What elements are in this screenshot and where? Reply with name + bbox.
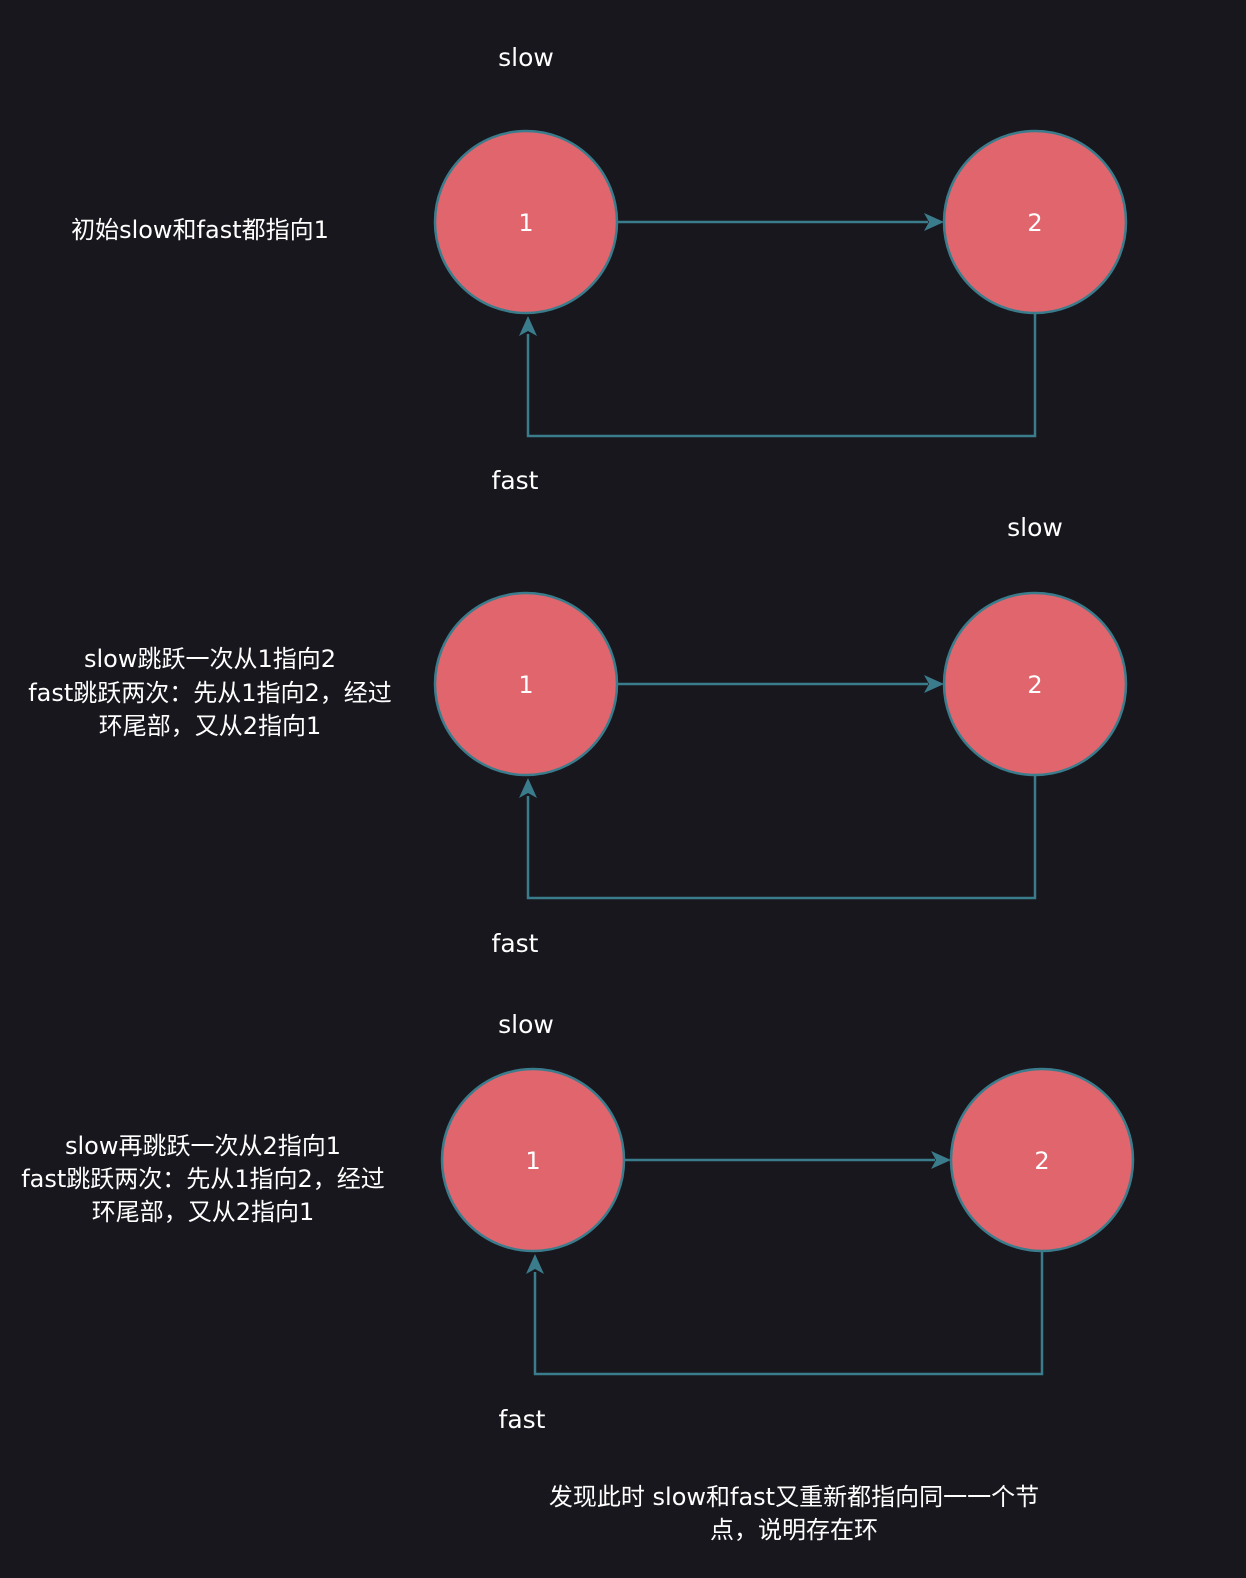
step-description-line-2: fast跳跃两次：先从1指向2，经过 xyxy=(21,1165,385,1193)
node-value: 2 xyxy=(1027,209,1042,237)
panel-1: slow 初始slow和fast都指向1 1 2 fast xyxy=(71,43,1128,495)
arrowhead-icon xyxy=(924,213,944,231)
conclusion: 发现此时 slow和fast又重新都指向同一一个节 点，说明存在环 xyxy=(549,1483,1039,1544)
slow-pointer-label: slow xyxy=(1007,513,1063,542)
step-description-line-1: slow再跳跃一次从2指向1 xyxy=(65,1132,341,1160)
conclusion-line-2: 点，说明存在环 xyxy=(710,1516,878,1544)
panel-3: slow slow再跳跃一次从2指向1 fast跳跃两次：先从1指向2，经过 环… xyxy=(21,1010,1135,1434)
cycle-edge-2-to-1 xyxy=(526,313,1037,438)
arrowhead-icon xyxy=(526,1254,544,1274)
node-value: 1 xyxy=(518,209,533,237)
panel-2: slow slow跳跃一次从1指向2 fast跳跃两次：先从1指向2，经过 环尾… xyxy=(28,513,1128,958)
cycle-edge-2-to-1 xyxy=(526,775,1037,900)
node-value: 2 xyxy=(1027,671,1042,699)
arrowhead-icon xyxy=(519,778,537,798)
step-description-line-3: 环尾部，又从2指向1 xyxy=(92,1198,315,1226)
node-value: 1 xyxy=(518,671,533,699)
step-description-line-2: fast跳跃两次：先从1指向2，经过 xyxy=(28,679,392,707)
arrowhead-icon xyxy=(924,675,944,693)
step-description: 初始slow和fast都指向1 xyxy=(71,216,329,244)
fast-pointer-label: fast xyxy=(492,466,539,495)
arrowhead-icon xyxy=(931,1151,951,1169)
fast-pointer-label: fast xyxy=(492,929,539,958)
node-value: 1 xyxy=(525,1147,540,1175)
slow-pointer-label: slow xyxy=(498,43,554,72)
arrowhead-icon xyxy=(519,316,537,336)
fast-pointer-label: fast xyxy=(499,1405,546,1434)
cycle-edge-2-to-1 xyxy=(533,1251,1044,1376)
conclusion-line-1: 发现此时 slow和fast又重新都指向同一一个节 xyxy=(549,1483,1039,1511)
step-description-line-3: 环尾部，又从2指向1 xyxy=(99,712,322,740)
step-description-line-1: slow跳跃一次从1指向2 xyxy=(84,645,336,673)
slow-pointer-label: slow xyxy=(498,1010,554,1039)
node-value: 2 xyxy=(1034,1147,1049,1175)
